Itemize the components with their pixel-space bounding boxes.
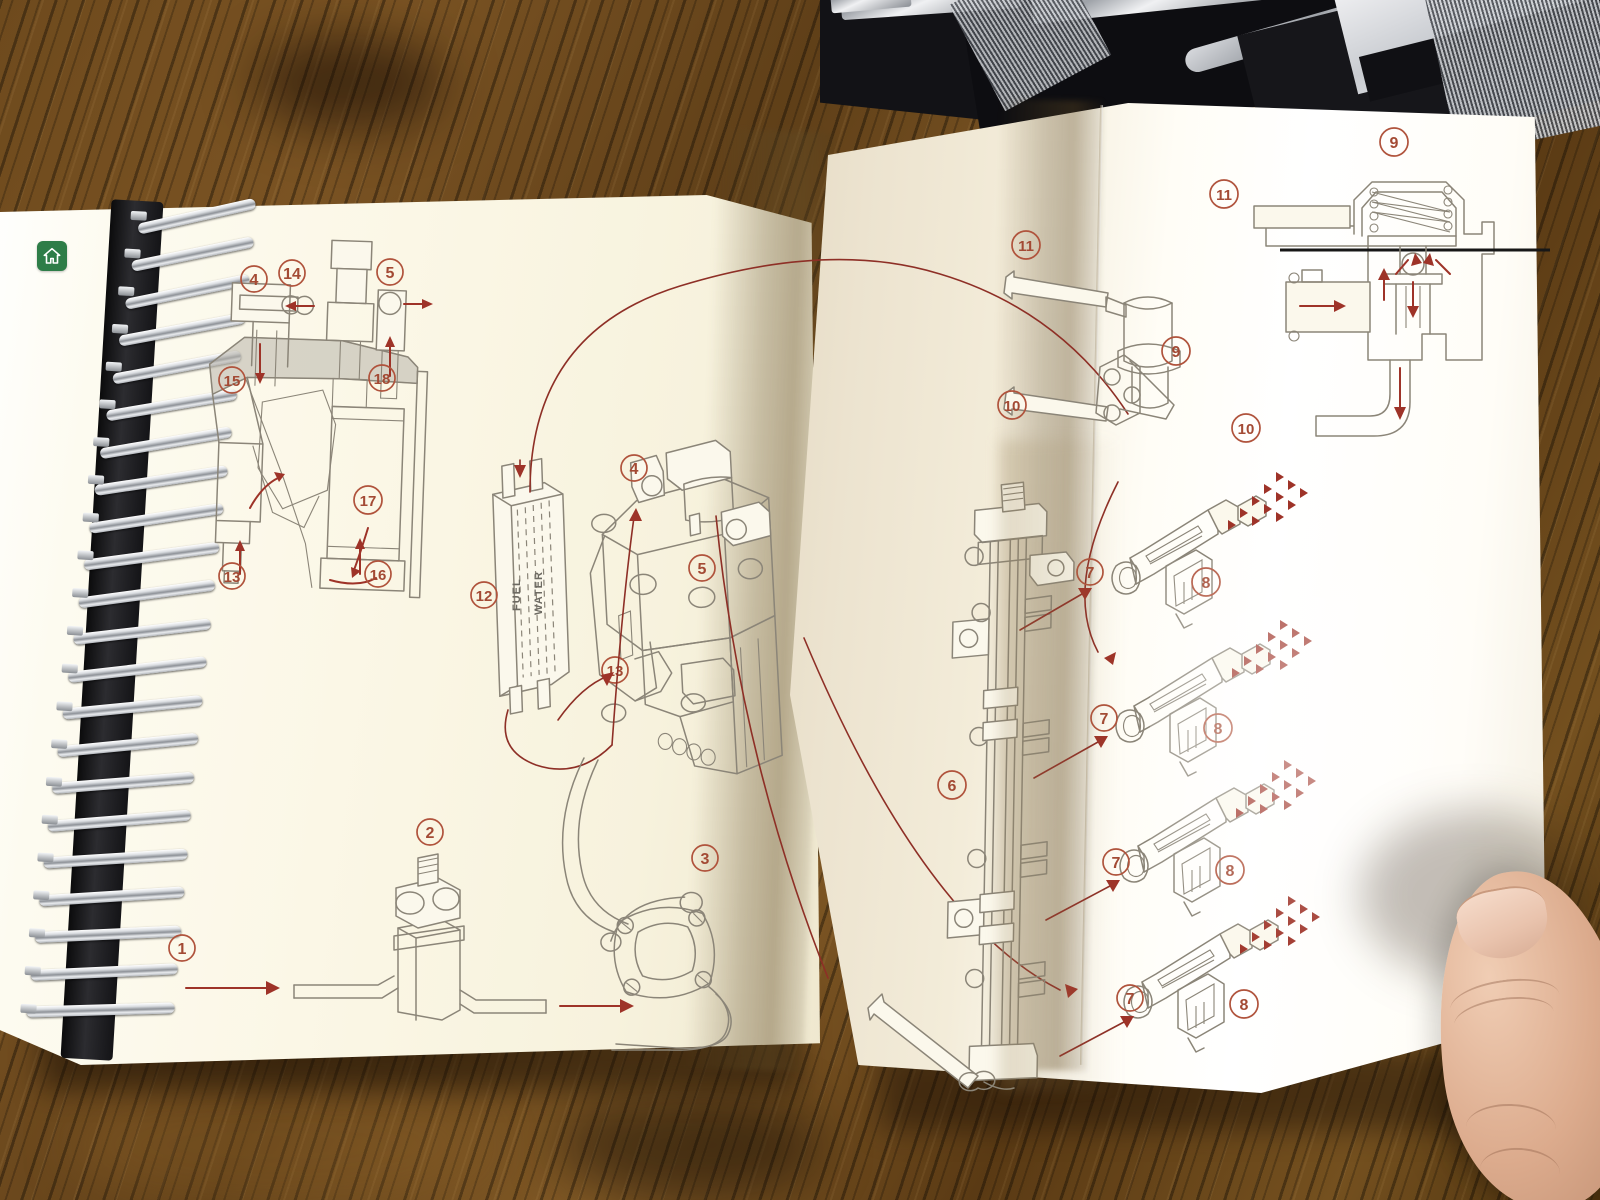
callout-9: 9 xyxy=(1379,127,1409,157)
fuel-flow-lines-left xyxy=(504,459,829,979)
svg-text:2: 2 xyxy=(426,825,435,842)
diagram-high-pressure-pump xyxy=(589,439,783,775)
callout-5: 5 xyxy=(688,554,716,582)
callout-10: 10 xyxy=(997,390,1027,420)
callout-7: 7 xyxy=(1076,558,1104,586)
callout-3: 3 xyxy=(691,844,719,872)
label-fuel: FUEL xyxy=(511,578,523,611)
home-icon[interactable] xyxy=(37,241,67,271)
diagram-fuel-inlet-filter-flange xyxy=(185,757,732,1051)
callout-15: 15 xyxy=(218,366,246,394)
callout-8: 8 xyxy=(1203,713,1233,743)
arrow-fuel-inlet xyxy=(266,981,280,995)
label-water: WATER xyxy=(533,571,545,615)
callout-16: 16 xyxy=(364,560,392,588)
svg-text:15: 15 xyxy=(224,373,241,390)
callout-4: 4 xyxy=(620,454,648,482)
svg-text:8: 8 xyxy=(1226,863,1235,880)
callout-7: 7 xyxy=(1116,984,1144,1012)
svg-text:7: 7 xyxy=(1100,711,1109,728)
svg-text:9: 9 xyxy=(1390,135,1399,152)
wood-highlight xyxy=(70,1080,490,1200)
svg-text:5: 5 xyxy=(698,561,707,578)
callout-8: 8 xyxy=(1215,855,1245,885)
callout-1: 1 xyxy=(168,934,196,962)
svg-text:7: 7 xyxy=(1126,991,1135,1008)
callout-4: 4 xyxy=(240,265,268,293)
arrow-to-regulator-link xyxy=(1104,652,1116,665)
arrow-to-rail-feed xyxy=(1065,984,1078,998)
callout-14: 14 xyxy=(278,259,306,287)
svg-text:3: 3 xyxy=(701,851,710,868)
svg-text:4: 4 xyxy=(630,461,639,478)
callout-12-group: 12 xyxy=(470,581,498,609)
svg-text:8: 8 xyxy=(1240,997,1249,1014)
thumb-holding-page xyxy=(1419,840,1600,1200)
diagram-fuel-pump-module xyxy=(208,239,429,599)
svg-text:11: 11 xyxy=(1018,238,1034,255)
callout-7: 7 xyxy=(1102,848,1130,876)
diagram-pressure-regulator-cutaway xyxy=(1253,181,1550,437)
callout-18: 18 xyxy=(368,364,396,392)
svg-text:18: 18 xyxy=(374,371,391,388)
callout-6-group: 6 xyxy=(937,770,967,800)
diagram-fuel-cooler: FUEL WATER xyxy=(492,457,570,715)
injector-callouts-and-arrows: 7 8 7 8 7 8 7 8 xyxy=(1019,558,1259,1057)
diagram-rail-feed-pipe xyxy=(867,993,1015,1092)
callout-10: 10 xyxy=(1231,413,1261,443)
svg-text:12: 12 xyxy=(476,588,493,605)
callout-2: 2 xyxy=(416,818,444,846)
diagram-regulator-and-lines xyxy=(1003,270,1181,426)
background-machinery-left xyxy=(830,0,950,90)
svg-text:10: 10 xyxy=(1238,421,1255,438)
diagram-a-callouts: 4 14 5 15 18 17 16 13 xyxy=(218,258,433,590)
callout-8: 8 xyxy=(1229,989,1259,1019)
svg-text:8: 8 xyxy=(1214,721,1223,738)
svg-text:9: 9 xyxy=(1172,344,1181,361)
svg-text:7: 7 xyxy=(1086,565,1095,582)
arrow-13 xyxy=(601,672,614,686)
diagram-e-callouts: 9 11 10 xyxy=(1209,127,1409,443)
svg-text:8: 8 xyxy=(1202,575,1211,592)
spray-droplets xyxy=(1228,472,1308,530)
callout-17: 17 xyxy=(353,485,383,515)
svg-text:10: 10 xyxy=(1004,398,1021,415)
svg-text:16: 16 xyxy=(370,567,387,584)
callout-8: 8 xyxy=(1191,567,1221,597)
svg-text:14: 14 xyxy=(283,266,301,283)
wood-knot xyxy=(255,35,445,130)
svg-text:7: 7 xyxy=(1112,855,1121,872)
callout-11: 11 xyxy=(1209,179,1239,209)
callout-13: 13 xyxy=(218,562,246,590)
callout-9: 9 xyxy=(1161,336,1191,366)
arrow-into-cooler xyxy=(514,465,526,478)
svg-text:17: 17 xyxy=(360,493,377,510)
wood-knot xyxy=(560,1090,820,1200)
cross-page-flow-curves xyxy=(529,258,1129,998)
callout-7: 7 xyxy=(1090,704,1118,732)
diagram-d-callouts: 1 2 3 xyxy=(168,818,719,962)
diagram-f-callouts: 11 10 9 xyxy=(997,230,1191,420)
home-glyph xyxy=(43,247,61,264)
svg-text:6: 6 xyxy=(948,778,957,795)
arrow-to-pump-flange xyxy=(620,999,634,1013)
callout-11: 11 xyxy=(1011,230,1041,260)
svg-text:4: 4 xyxy=(250,272,259,289)
machine-tab xyxy=(830,0,912,14)
callout-5: 5 xyxy=(376,258,404,286)
svg-text:13: 13 xyxy=(224,569,241,586)
svg-text:5: 5 xyxy=(386,265,395,282)
arrow-into-pump-inlet xyxy=(629,508,642,521)
svg-text:1: 1 xyxy=(178,941,187,958)
svg-text:11: 11 xyxy=(1216,187,1232,204)
